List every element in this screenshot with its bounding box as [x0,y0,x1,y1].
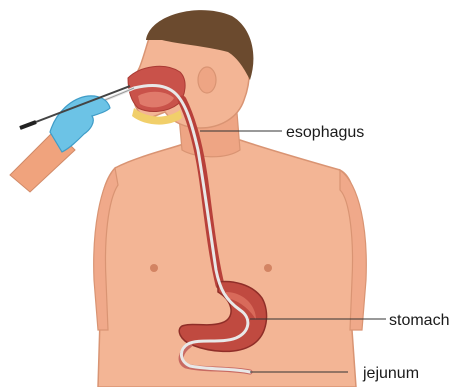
jejunum-label: jejunum [362,365,419,382]
left-nipple [150,264,158,272]
esophagus-label: esophagus [286,124,364,141]
stomach-label: stomach [389,312,449,329]
ear [198,67,216,93]
right-nipple [264,264,272,272]
insertion-tube-tip [20,122,36,128]
